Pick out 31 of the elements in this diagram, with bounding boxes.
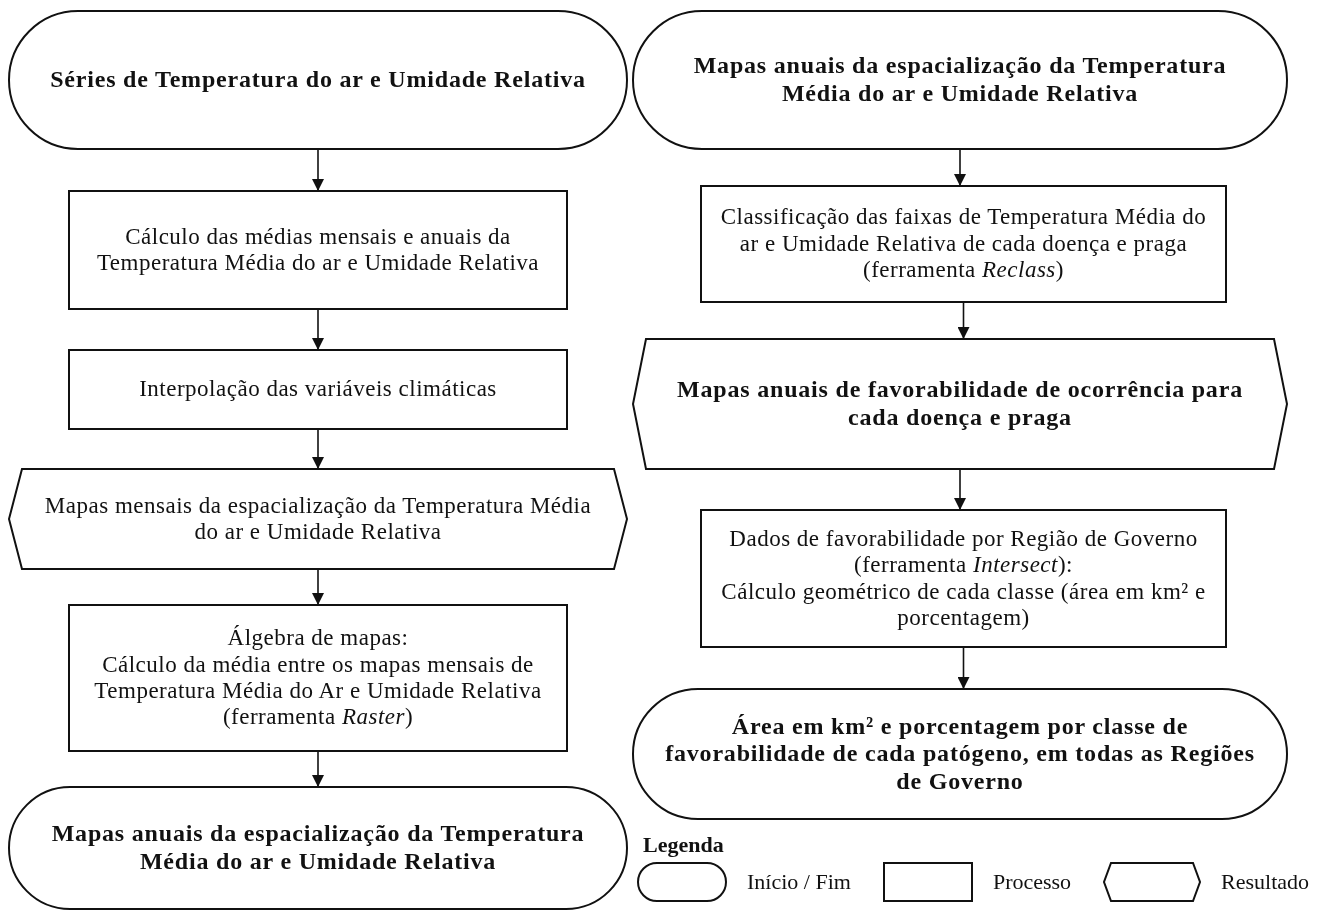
node-text: Cálculo da média entre os mapas mensais de Temperatura Média do Ar e Umidade Relativa (ferramenta Raster) [93, 651, 543, 731]
node-text: Séries de Temperatura do ar e Umidade Relativa [50, 66, 586, 94]
arrow [957, 647, 970, 689]
legend-label: Início / Fim [747, 869, 851, 895]
node-text: Classificação das faixas de Temperatura Média do ar e Umidade Relativa de cada doença e praga (ferramenta Reclass) [719, 204, 1208, 284]
node-text: Cálculo geométrico de cada classe (área em km² e porcentagem) [720, 578, 1207, 632]
node-text: Mapas mensais da espacialização da Temperatura Média do ar e Umidade Relativa [43, 492, 593, 546]
legend-label: Resultado [1221, 869, 1310, 895]
node-text: Dados de favorabilidade por Região de Governo (ferramenta Intersect): [728, 525, 1199, 579]
arrow [312, 149, 324, 191]
legend-label: Processo [992, 869, 1072, 895]
node-text: Álgebra de mapas: [227, 625, 409, 652]
node-text: Cálculo das médias mensais e anuais da Temperatura Média do ar e Umidade Relativa [95, 223, 541, 277]
node-text: Interpolação das variáveis climáticas [139, 376, 497, 403]
arrow [312, 309, 324, 350]
process-box [700, 509, 1227, 648]
process-box [68, 349, 568, 430]
process-box [68, 604, 568, 752]
arrow [954, 469, 966, 510]
node-text: Área em km² e porcentagem por classe de favorabilidade de cada patógeno, em todas as Regiões de Governo [664, 712, 1256, 796]
node-text: Mapas anuais da espacialização da Temperatura Média do ar e Umidade Relativa [692, 52, 1228, 108]
arrow [312, 569, 324, 605]
process-box [68, 190, 568, 310]
node-text: Mapas anuais da espacialização da Temperatura Média do ar e Umidade Relativa [50, 820, 586, 876]
node-text: Mapas anuais de favorabilidade de ocorrência para cada doença e praga [676, 376, 1244, 432]
legend-title: Legenda [643, 832, 724, 858]
arrow [957, 302, 970, 339]
arrow [954, 149, 966, 186]
process-box [700, 185, 1227, 303]
arrow [312, 429, 324, 469]
arrow [312, 751, 324, 787]
